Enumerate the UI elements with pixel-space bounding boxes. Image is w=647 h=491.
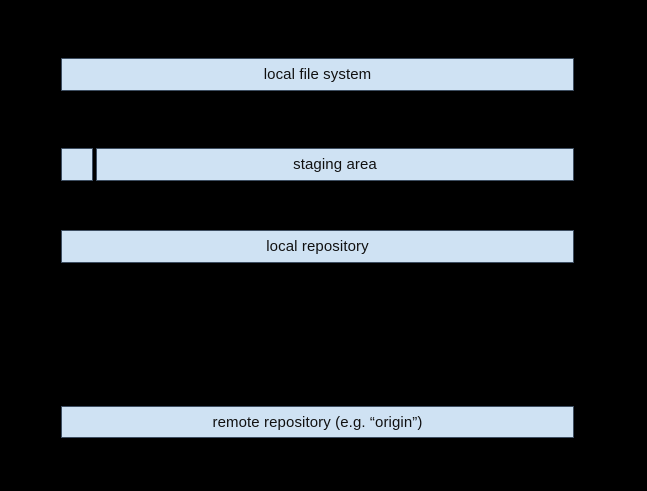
box-staging-area: staging area <box>96 148 574 181</box>
box-staging-area-label: staging area <box>293 156 377 173</box>
box-local-file-system: local file system <box>61 58 574 91</box>
box-remote-repository: remote repository (e.g. “origin”) <box>61 406 574 438</box>
staging-index-cell <box>61 148 93 181</box>
box-local-repository: local repository <box>61 230 574 263</box>
box-local-file-system-label: local file system <box>263 66 372 83</box>
box-remote-repository-label: remote repository (e.g. “origin”) <box>212 413 423 431</box>
box-local-repository-label: local repository <box>266 238 369 255</box>
